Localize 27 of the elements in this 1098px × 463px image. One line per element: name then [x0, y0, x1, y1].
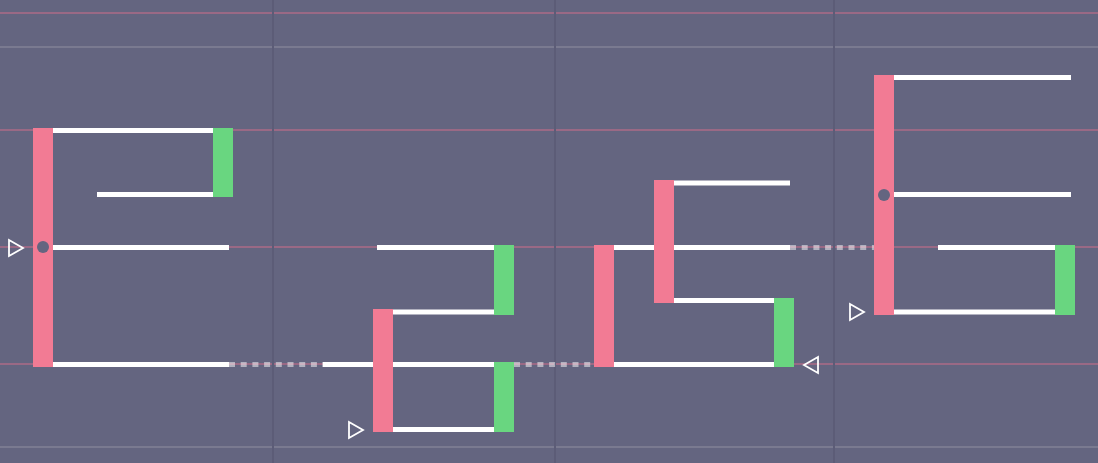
connector-line — [393, 362, 494, 367]
vertical-bar — [494, 245, 514, 315]
connector-line — [894, 75, 1071, 80]
vertical-bar — [594, 245, 614, 367]
connector-line — [938, 245, 1055, 250]
vertical-bar — [1055, 245, 1075, 315]
connector-line — [894, 309, 1055, 315]
vertical-bar — [654, 180, 674, 303]
connector-line — [393, 309, 494, 315]
connector-line — [53, 128, 213, 133]
vertical-bar — [874, 75, 894, 315]
vertical-bar — [213, 128, 233, 197]
vertical-bar — [774, 298, 794, 367]
connector-line — [393, 427, 494, 432]
connector-line — [674, 180, 790, 186]
connector-line — [53, 245, 229, 250]
vertical-bar — [373, 309, 393, 432]
connector-line — [377, 245, 494, 250]
connector-line — [53, 362, 373, 367]
connector-line — [97, 192, 213, 197]
connector-line — [674, 298, 774, 303]
connector-line — [894, 192, 1071, 197]
vertical-bar — [494, 362, 514, 432]
connector-line — [674, 245, 874, 250]
connector-line — [614, 362, 774, 367]
vertical-bar — [33, 128, 53, 367]
connector-line — [614, 245, 654, 250]
